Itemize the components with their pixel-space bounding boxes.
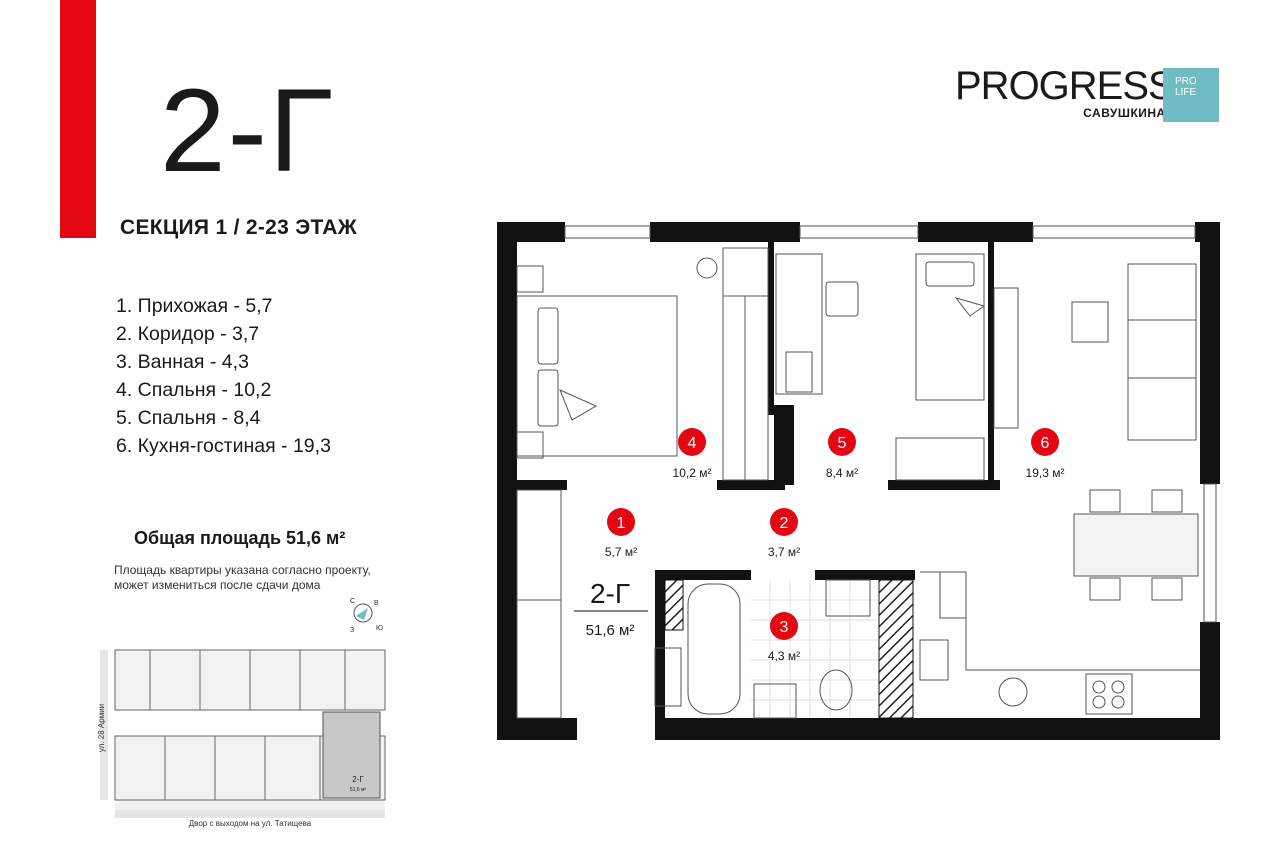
brand-box-line: LIFE	[1175, 87, 1197, 98]
svg-text:Двор с выходом на ул. Татищева: Двор с выходом на ул. Татищева	[189, 819, 312, 828]
room-marker-5: 5 8,4 м²	[826, 428, 858, 480]
room-legend-item: 2. Коридор - 3,7	[116, 323, 260, 345]
room-marker-1: 1 5,7 м²	[605, 508, 637, 559]
bathroom-fixtures	[654, 579, 871, 719]
dining-table	[1073, 489, 1199, 601]
svg-text:Ю: Ю	[376, 625, 383, 632]
svg-text:1: 1	[617, 515, 626, 532]
single-bed	[915, 253, 1019, 429]
room-marker-4: 4 10,2 м²	[673, 428, 712, 480]
dresser	[895, 437, 985, 481]
bathroom-tiles	[751, 580, 878, 718]
brand-box: PRO LIFE	[1163, 68, 1219, 122]
apartment-code: 2-Г	[160, 65, 335, 197]
svg-text:6: 6	[1041, 435, 1050, 452]
hallway-wardrobe	[516, 489, 562, 719]
svg-text:З: З	[350, 627, 354, 634]
svg-text:8,4 м²: 8,4 м²	[826, 466, 858, 480]
brand-subtitle: САВУШКИНА	[1083, 106, 1166, 120]
room-marker-3: 3 4,3 м²	[768, 612, 800, 663]
room-marker-6: 6 19,3 м²	[1026, 428, 1065, 480]
svg-text:4: 4	[688, 435, 697, 452]
svg-text:ул. 28 Армии: ул. 28 Армии	[97, 704, 106, 752]
windows	[564, 225, 1217, 623]
plant-icon	[696, 257, 718, 279]
walls	[497, 222, 1220, 740]
room-legend-item: 5. Спальня - 8,4	[116, 407, 261, 429]
area-note-line: Площадь квартиры указана согласно проект…	[114, 563, 371, 577]
room-legend-item: 1. Прихожая - 5,7	[116, 295, 273, 317]
svg-text:4,3 м²: 4,3 м²	[768, 649, 800, 663]
wardrobe	[722, 247, 769, 481]
svg-text:2-Г: 2-Г	[352, 775, 364, 784]
desk	[775, 253, 859, 395]
plan-label: 2-Г 51,6 м²	[574, 578, 648, 639]
svg-text:5,7 м²: 5,7 м²	[605, 545, 637, 559]
section-floor-label: СЕКЦИЯ 1 / 2-23 ЭТАЖ	[120, 216, 357, 239]
svg-text:3,7 м²: 3,7 м²	[768, 545, 800, 559]
svg-text:В: В	[374, 600, 379, 607]
room-legend: 1. Прихожая - 5,7 2. Коридор - 3,7 3. Ва…	[116, 292, 331, 460]
compass-icon: С В Ю З	[350, 598, 383, 634]
kitchen	[919, 571, 1200, 715]
total-area: Общая площадь 51,6 м²	[134, 528, 346, 548]
svg-text:5: 5	[838, 435, 847, 452]
area-note-line: может измениться после сдачи дома	[114, 578, 321, 592]
svg-text:19,3 м²: 19,3 м²	[1026, 466, 1065, 480]
room-legend-item: 3. Ванная - 4,3	[116, 351, 249, 373]
mini-floor-map: 2-Г 51,6 м² Двор с выходом на ул. Татище…	[97, 649, 386, 828]
svg-text:С: С	[350, 598, 355, 605]
brand-logo: PROGRESS САВУШКИНА PRO LIFE	[955, 64, 1219, 122]
area-note: Площадь квартиры указана согласно проект…	[114, 563, 371, 593]
sofa	[1071, 263, 1197, 441]
svg-text:10,2 м²: 10,2 м²	[673, 466, 712, 480]
double-bed	[516, 265, 678, 459]
svg-text:3: 3	[780, 619, 789, 636]
svg-text:2-Г: 2-Г	[590, 578, 630, 609]
brand-box-line: PRO	[1175, 76, 1197, 87]
room-legend-item: 4. Спальня - 10,2	[116, 379, 272, 401]
shaft-hatch	[664, 579, 684, 631]
red-accent-bar	[60, 0, 96, 238]
svg-text:2: 2	[780, 515, 789, 532]
shaft-hatch	[878, 579, 914, 719]
svg-text:51,6 м²: 51,6 м²	[350, 787, 367, 793]
room-legend-item: 6. Кухня-гостиная - 19,3	[116, 435, 331, 457]
room-marker-2: 2 3,7 м²	[768, 508, 800, 559]
svg-text:51,6 м²: 51,6 м²	[586, 622, 635, 639]
brand-name: PROGRESS	[955, 64, 1175, 108]
